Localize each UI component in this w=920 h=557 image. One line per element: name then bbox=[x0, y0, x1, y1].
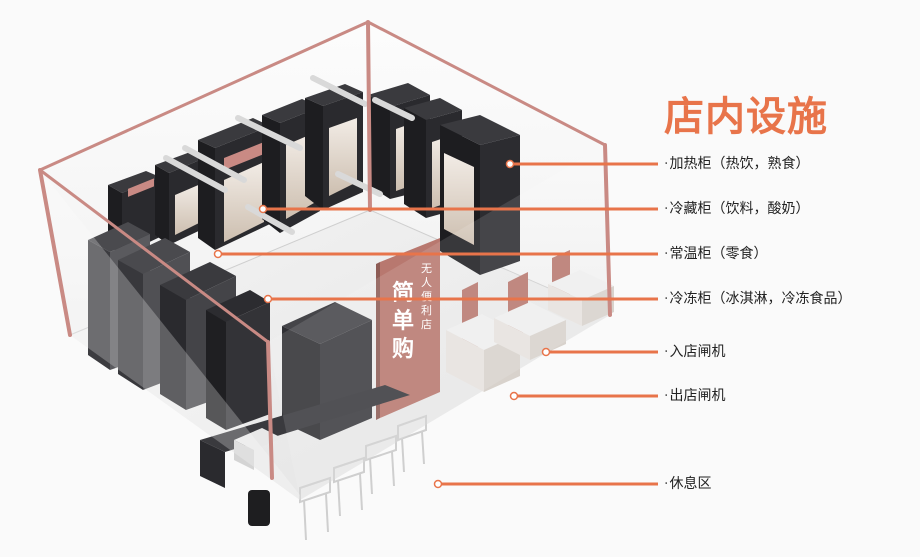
front-left-glass-wall bbox=[40, 170, 300, 500]
bar-stools bbox=[299, 414, 427, 541]
leader-anchor-dot bbox=[505, 159, 515, 169]
leader-anchor-dot bbox=[258, 204, 268, 214]
callout-label: 常温柜（零食） bbox=[669, 246, 768, 262]
callout-entry-gate: ·入店闸机 bbox=[664, 344, 726, 360]
leader-anchor-dot bbox=[213, 249, 223, 259]
callout-rest-area: ·休息区 bbox=[664, 476, 712, 492]
callout-label: 加热柜（热饮，熟食） bbox=[669, 156, 810, 172]
back-cabinets bbox=[108, 83, 520, 275]
cabinet bbox=[198, 118, 270, 250]
callout-exit-gate: ·出店闸机 bbox=[664, 388, 726, 404]
callout-freezer-cabinet: ·冷冻柜（冰淇淋，冷冻食品） bbox=[664, 291, 852, 307]
entry-gates bbox=[446, 250, 614, 392]
cabinet bbox=[155, 151, 207, 245]
callout-heating-cabinet: ·加热柜（热饮，熟食） bbox=[664, 156, 810, 172]
banner-small-char: 便 bbox=[421, 290, 432, 303]
banner-small-char: 无 bbox=[421, 262, 432, 275]
callout-fridge-cabinet: ·冷藏柜（饮料，酸奶） bbox=[664, 201, 810, 217]
frame-top-rails bbox=[39, 20, 606, 344]
banner-small-char: 店 bbox=[421, 317, 432, 331]
callout-label: 冷冻柜（冰淇淋，冷冻食品） bbox=[669, 291, 852, 307]
leader-anchor-dot bbox=[433, 479, 443, 489]
leader-anchor-dot bbox=[509, 391, 519, 401]
leader-anchor-dot bbox=[263, 294, 273, 304]
callout-label: 冷藏柜（饮料，酸奶） bbox=[669, 201, 810, 217]
banner-small-char: 利 bbox=[421, 304, 432, 317]
callout-label: 出店闸机 bbox=[669, 388, 726, 404]
heating-cabinet bbox=[440, 115, 520, 275]
leader-anchor-dot bbox=[541, 347, 551, 357]
store-banner bbox=[376, 238, 440, 420]
banner-small-char: 人 bbox=[421, 276, 432, 289]
callout-label: 入店闸机 bbox=[669, 344, 726, 360]
banner-char: 单 bbox=[392, 309, 414, 334]
cabinet bbox=[305, 84, 363, 210]
banner-char: 购 bbox=[392, 336, 414, 362]
ceiling-light-bars bbox=[163, 75, 415, 235]
callout-label: 休息区 bbox=[669, 476, 712, 492]
front-right-glass-wall bbox=[268, 145, 610, 500]
callout-leaders bbox=[213, 159, 658, 489]
diagram-title: 店内设施 bbox=[664, 94, 828, 140]
callout-room-temp-cabinet: ·常温柜（零食） bbox=[664, 246, 768, 262]
frame-poles bbox=[38, 20, 612, 480]
